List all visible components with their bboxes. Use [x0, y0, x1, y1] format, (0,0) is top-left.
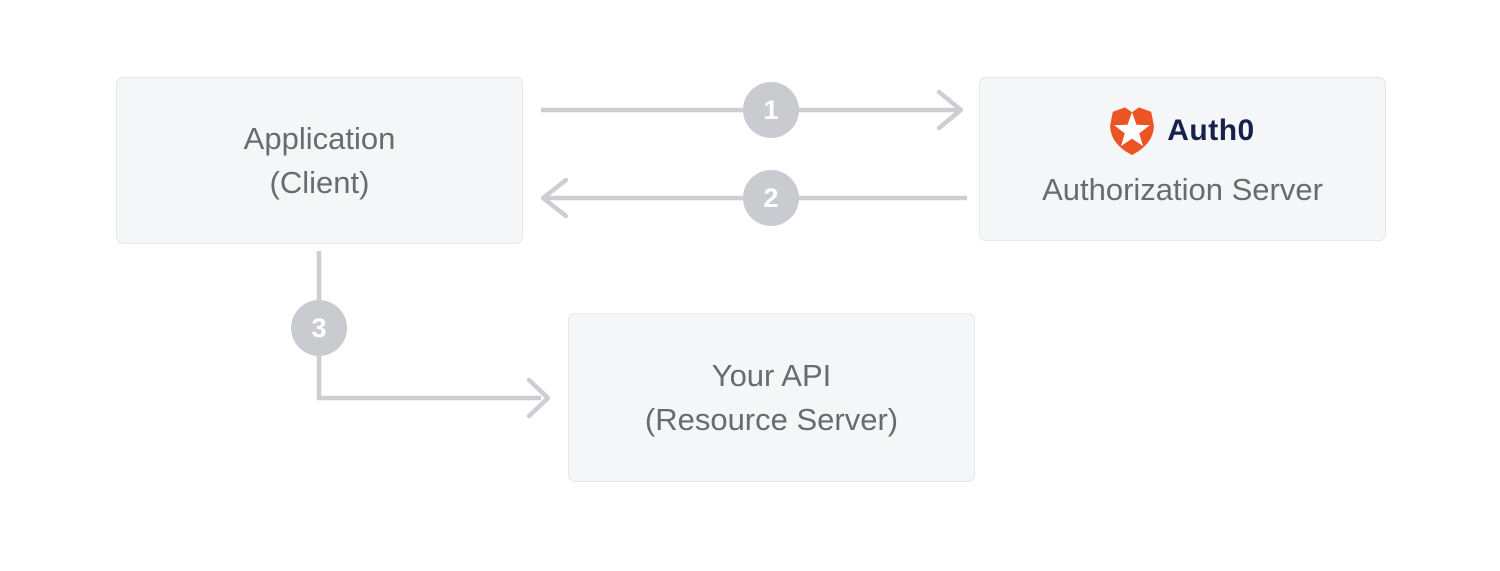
- your-api-node: Your API (Resource Server): [568, 313, 975, 482]
- api-node-title: Your API: [711, 357, 832, 393]
- step-badge-1: 1: [743, 82, 799, 138]
- authorization-server-node: Auth0 Authorization Server: [979, 77, 1386, 241]
- application-node-subtitle: (Client): [269, 164, 370, 200]
- application-node-title: Application: [243, 120, 396, 156]
- authorization-server-label: Authorization Server: [1042, 171, 1323, 207]
- arrow-app-to-api: [316, 251, 551, 419]
- api-node-subtitle: (Resource Server): [644, 401, 899, 437]
- auth0-shield-star-icon: [1110, 106, 1155, 155]
- step-badge-3: 3: [291, 300, 347, 356]
- application-client-node: Application (Client): [116, 77, 523, 244]
- step-badge-2: 2: [743, 170, 799, 226]
- auth0-wordmark: Auth0: [1167, 113, 1255, 147]
- auth0-brand-row: Auth0: [1110, 106, 1255, 155]
